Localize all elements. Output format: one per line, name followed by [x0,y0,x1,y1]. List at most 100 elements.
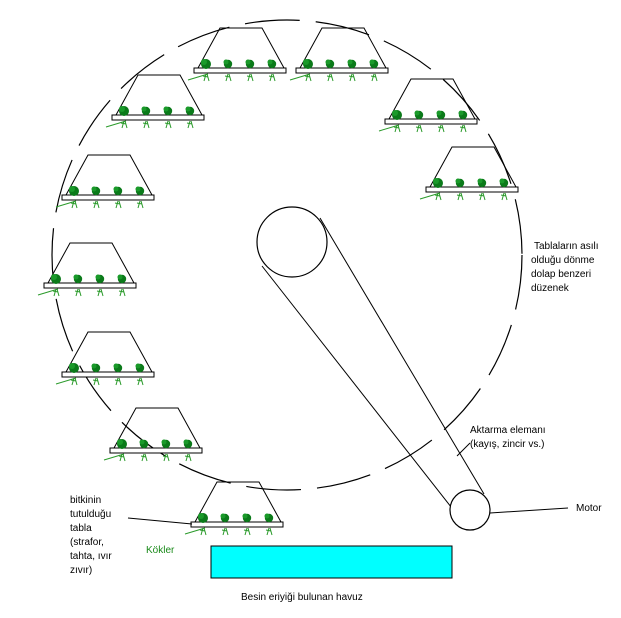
tray-board [384,118,478,125]
plant-leaf [436,110,442,116]
tray-board [109,447,203,454]
tray-hanger [299,27,387,69]
plant-leaf [242,513,248,519]
plant-leaf [91,363,97,369]
tray-board [190,521,284,528]
plant-leaf [185,106,191,112]
roots-label: Kökler [146,545,175,556]
plant-leaf [198,513,204,519]
plant-leaf [51,274,57,280]
plant-tray [187,27,287,82]
plant-leaf [201,59,207,65]
tray-hanger [47,242,135,284]
wheel-desc-line: düzenek [531,283,570,294]
plant-leaf [117,439,123,445]
tray-board [111,114,205,121]
plant-leaf [477,178,483,184]
tray-desc-line: bitkinin [70,495,101,506]
plant-leaf [223,59,229,65]
plant-leaf [369,59,375,65]
plant-leaf [119,106,125,112]
tray-hanger [65,331,153,373]
plant-leaf [135,363,141,369]
plant-leaf [117,274,123,280]
tray-hanger [113,407,201,449]
roots [289,73,378,82]
tray-desc-line: tabla [70,523,92,534]
roots [37,288,126,297]
plant-leaf [303,59,309,65]
plant-leaf [91,186,97,192]
plant-leaf [414,110,420,116]
plant-tray [105,74,205,129]
belt-line-top [319,217,485,495]
plant-tray [289,27,389,82]
motor-label: Motor [576,503,602,514]
wheel-rim [51,19,523,491]
plant-leaf [183,439,189,445]
roots [55,377,144,386]
plant-leaf [458,110,464,116]
tray-board [43,282,137,289]
tray-description: bitkinin tutulduğu tabla (strafor, tahta… [70,495,114,576]
wheel-desc-line: Tablaların asılı [534,241,598,252]
plant-tray [55,154,155,209]
plant-leaf [455,178,461,184]
roots [378,124,467,133]
plant-leaf [325,59,331,65]
pool-label: Besin eriyiği bulunan havuz [241,592,363,603]
roots [187,73,276,82]
plant-leaf [161,439,167,445]
tray-hanger [194,481,282,523]
plant-leaf [139,439,145,445]
nutrient-pool [210,545,453,579]
roots [419,192,508,201]
roots [103,453,192,462]
tray-board [295,67,389,74]
plant-leaf [163,106,169,112]
plant-leaf [135,186,141,192]
plant-tray [419,146,519,201]
tray-hanger [197,27,285,69]
motor-leader-line [489,507,569,514]
tray-desc-line: (strafor, [70,537,104,548]
tray-hanger [65,154,153,196]
plant-leaf [433,178,439,184]
motor-pulley [449,489,491,531]
tray-board [61,194,155,201]
plant-leaf [141,106,147,112]
plant-leaf [392,110,398,116]
plant-leaf [499,178,505,184]
roots [55,200,144,209]
plant-leaf [69,363,75,369]
plant-leaf [95,274,101,280]
roots [184,527,273,536]
belt-line-bottom [261,265,456,513]
tray-desc-line: zıvır) [70,565,92,576]
plant-leaf [267,59,273,65]
wheel-hub [256,206,328,278]
plant-leaf [113,186,119,192]
tray-board [193,67,287,74]
tray-desc-line: tutulduğu [70,509,111,520]
plant-leaf [245,59,251,65]
plant-leaf [73,274,79,280]
transmission-line: (kayış, zincir vs.) [470,439,544,450]
plant-leaf [264,513,270,519]
wheel-description: Tablaların asılı olduğu dönme dolap benz… [531,241,601,294]
plant-tray [378,78,478,133]
plant-leaf [347,59,353,65]
tray-board [61,371,155,378]
plant-tray [37,242,137,297]
trays-group [37,27,519,536]
plant-tray [103,407,203,462]
wheel-desc-line: dolap benzeri [531,269,591,280]
tray-desc-leader [127,517,193,525]
transmission-label: Aktarma elemanı (kayış, zincir vs.) [470,425,548,450]
transmission-line: Aktarma elemanı [470,425,546,436]
plant-leaf [220,513,226,519]
plant-tray [184,481,284,536]
transmission-leader [456,442,471,457]
tray-hanger [429,146,517,188]
